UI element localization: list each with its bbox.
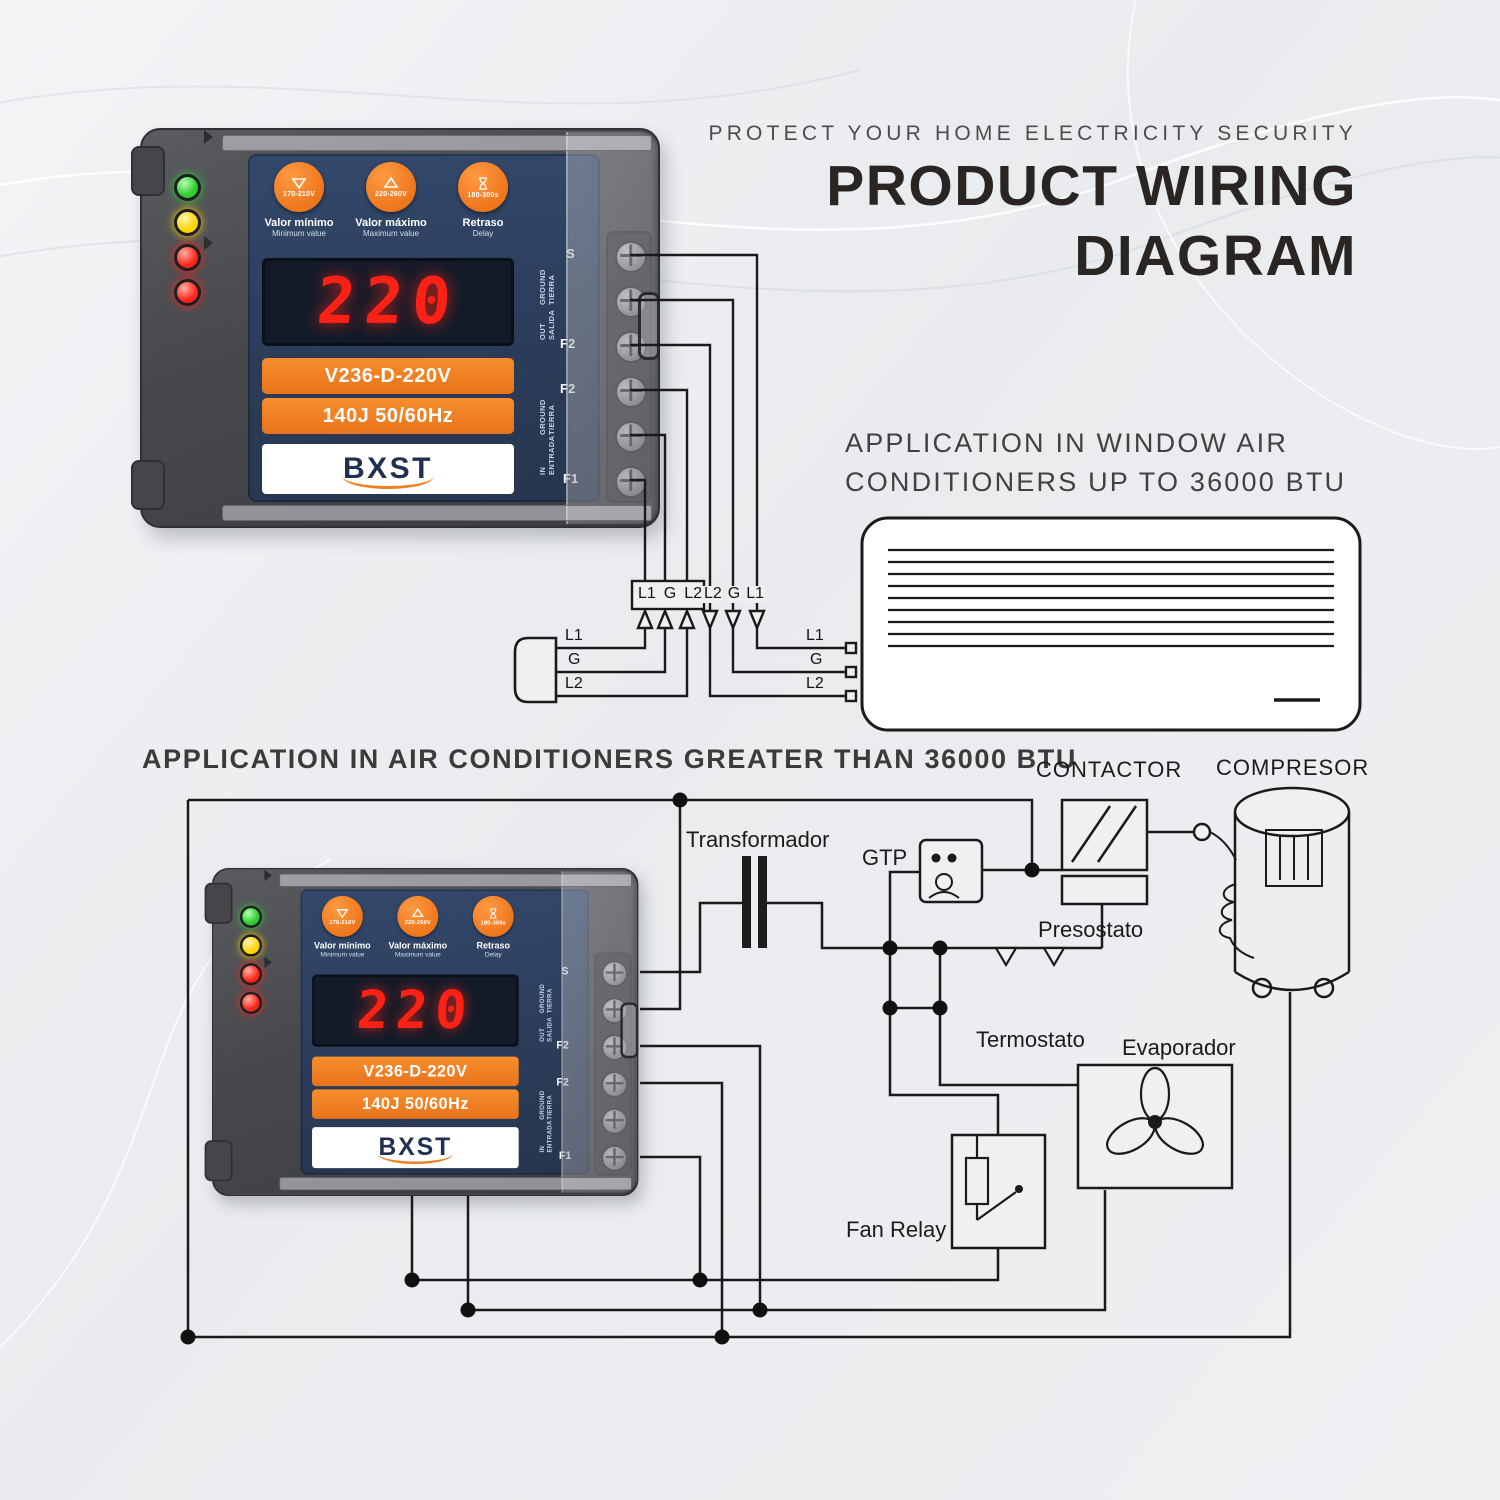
led-yellow — [239, 934, 263, 957]
led-red-2 — [174, 279, 201, 306]
rating-label: 140J 50/60Hz — [312, 1089, 519, 1119]
window-ac-heading: APPLICATION IN WINDOW AIR CONDITIONERS U… — [845, 424, 1346, 502]
brand-logo-swoosh — [342, 476, 434, 489]
device-photo-top: 170-210V Valor mínimo Minimum value 220-… — [131, 128, 660, 528]
terminal-out-salida: OUT SALIDA — [538, 309, 556, 340]
mount-clip-bottom — [204, 1140, 233, 1182]
min-voltage-button: 170-210V — [321, 895, 363, 937]
mount-clip-bottom — [131, 460, 165, 510]
delay-range: 180-300s — [480, 920, 507, 926]
led-green — [174, 174, 201, 201]
page-header: PROTECT YOUR HOME ELECTRICITY SECURITY P… — [708, 122, 1357, 287]
voltage-display: 220 — [312, 974, 519, 1047]
cover-frame-top — [279, 873, 632, 887]
brand-logo-swoosh — [377, 1153, 454, 1165]
terminal-ground-tierra-in: GROUND TIERRA — [538, 1090, 554, 1120]
terminal-ground-tierra-out: GROUND TIERRA — [538, 269, 556, 305]
max-voltage-button: 220-260V — [366, 162, 416, 212]
max-voltage-range: 220-260V — [375, 191, 407, 198]
model-label: V236-D-220V — [262, 358, 514, 394]
terminal-in-entrada: IN ENTRADA — [538, 435, 556, 475]
terminal-out-group-label: OUT SALIDA GROUND TIERRA — [538, 975, 553, 1042]
min-voltage-label-es: Valor mínimo — [314, 940, 371, 951]
terminal-in-entrada: IN ENTRADA — [538, 1120, 554, 1153]
hourglass-icon — [489, 908, 497, 919]
page-title-line1: PRODUCT WIRING — [826, 154, 1357, 218]
led-red-1 — [239, 963, 263, 986]
delay-button: 180-300s — [458, 162, 508, 212]
mount-clip-top — [131, 146, 165, 196]
led-red-2 — [239, 991, 263, 1014]
cover-frame-bottom — [222, 505, 652, 521]
max-voltage-button: 220-260V — [397, 895, 439, 937]
terminal-in-group-label: IN ENTRADA GROUND TIERRA — [538, 1085, 553, 1152]
page-title-line2: DIAGRAM — [1074, 224, 1357, 289]
terminal-ground-tierra-in: GROUND TIERRA — [538, 398, 556, 435]
terminal-in-group-label: IN ENTRADA GROUND TIERRA — [538, 393, 556, 475]
delay-label-en: Delay — [472, 229, 494, 238]
large-ac-heading: APPLICATION IN AIR CONDITIONERS GREATER … — [142, 744, 1077, 774]
delay-label-en: Delay — [484, 950, 502, 959]
triangle-down-icon — [291, 178, 307, 190]
min-voltage-label-en: Minimum value — [320, 950, 365, 959]
device-faceplate: 170-210V Valor mínimo Minimum value 220-… — [248, 154, 600, 502]
cover-frame-bottom — [279, 1177, 632, 1191]
mount-clip-top — [204, 882, 233, 924]
delay-control: 180-300s Retraso Delay — [438, 162, 528, 238]
cover-clip-icon-top — [204, 130, 213, 144]
voltage-display-digits: 220 — [314, 265, 462, 339]
cover-clip-icon-bottom — [264, 956, 272, 969]
window-ac-heading-line2: CONDITIONERS UP TO 36000 BTU — [845, 467, 1347, 498]
cover-clip-icon-bottom — [204, 236, 213, 250]
min-voltage-range: 170-210V — [329, 919, 356, 926]
window-ac-heading-line1: APPLICATION IN WINDOW AIR — [845, 428, 1289, 458]
delay-label-es: Retraso — [462, 217, 504, 229]
min-voltage-control: 170-210V Valor mínimo Minimum value — [254, 162, 344, 238]
transparent-cover — [561, 871, 639, 1193]
led-red-1 — [174, 244, 201, 271]
voltage-protector: 170-210V Valor mínimo Minimum value 220-… — [131, 128, 660, 528]
delay-label-es: Retraso — [476, 940, 511, 951]
cover-clip-icon-top — [264, 869, 272, 882]
brand-logo: BXST — [262, 444, 514, 494]
hourglass-icon — [479, 176, 487, 190]
min-voltage-label-es: Valor mínimo — [264, 217, 334, 229]
triangle-down-icon — [336, 909, 349, 919]
led-green — [239, 905, 263, 928]
triangle-up-icon — [411, 907, 424, 918]
device-faceplate: 170-210V Valor mínimo Minimum value 220-… — [300, 889, 590, 1175]
delay-button: 180-300s — [472, 895, 514, 937]
brand-logo: BXST — [312, 1127, 519, 1169]
model-label: V236-D-220V — [312, 1056, 519, 1087]
voltage-protector: 170-210V Valor mínimo Minimum value 220-… — [204, 868, 639, 1196]
min-voltage-range: 170-210V — [283, 191, 315, 198]
cover-latch — [620, 1002, 639, 1059]
max-voltage-label-en: Maximum value — [394, 950, 441, 959]
voltage-display: 220 — [262, 258, 514, 346]
device-photo-bottom: 170-210V Valor mínimo Minimum value 220-… — [204, 868, 639, 1196]
min-voltage-label-en: Minimum value — [272, 229, 326, 238]
cover-frame-top — [222, 135, 652, 151]
max-voltage-range: 220-260V — [404, 919, 431, 926]
min-voltage-button: 170-210V — [274, 162, 324, 212]
terminal-out-group-label: OUT SALIDA GROUND TIERRA — [538, 258, 556, 340]
transparent-cover — [566, 132, 660, 524]
rating-label: 140J 50/60Hz — [262, 398, 514, 434]
max-voltage-label-en: Maximum value — [362, 229, 419, 238]
voltage-display-digits: 220 — [354, 980, 476, 1042]
cover-latch — [638, 292, 660, 360]
min-voltage-control: 170-210V Valor mínimo Minimum value — [305, 895, 379, 959]
terminal-ground-tierra-out: GROUND TIERRA — [538, 983, 554, 1014]
max-voltage-label-es: Valor máximo — [388, 940, 448, 951]
triangle-up-icon — [383, 176, 399, 188]
delay-control: 180-300s Retraso Delay — [456, 895, 530, 959]
max-voltage-control: 220-260V Valor máximo Maximum value — [381, 895, 455, 959]
max-voltage-label-es: Valor máximo — [355, 217, 427, 229]
terminal-out-salida: OUT SALIDA — [538, 1016, 554, 1042]
delay-range: 180-300s — [467, 191, 499, 199]
max-voltage-control: 220-260V Valor máximo Maximum value — [346, 162, 436, 238]
led-yellow — [174, 209, 201, 236]
header-kicker: PROTECT YOUR HOME ELECTRICITY SECURITY — [708, 122, 1357, 145]
